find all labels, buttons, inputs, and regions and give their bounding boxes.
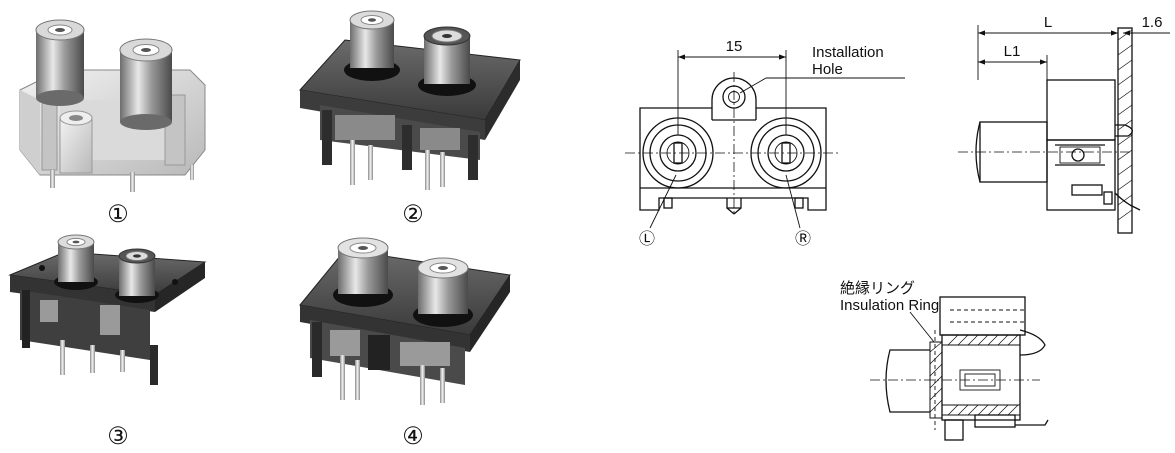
insulation-ring-leader — [909, 311, 935, 343]
insulation-ring-label-jp: 絶縁リング — [840, 280, 915, 297]
side-dimension-l: L — [1044, 14, 1052, 31]
product-number-1: ① — [107, 201, 129, 228]
product-number-2: ② — [402, 201, 424, 228]
panel-thickness-dimension: 1.6 — [1142, 14, 1163, 31]
product-number-4: ④ — [402, 423, 424, 448]
product-number-3: ③ — [107, 423, 129, 448]
insulation-ring-label-en: Insulation Ring — [840, 297, 939, 314]
section-view-drawing — [870, 296, 1049, 441]
right-channel-marker: Ⓡ — [795, 230, 811, 248]
product-photo-4 — [299, 237, 511, 405]
installation-hole-label-line2: Hole — [812, 61, 843, 78]
side-dimension-l1: L1 — [1004, 43, 1021, 60]
product-photo-2 — [299, 10, 521, 190]
left-channel-marker: Ⓛ — [639, 230, 655, 248]
product-photo-1 — [19, 19, 206, 192]
front-view-drawing — [625, 50, 905, 229]
installation-hole-label-line1: Installation — [812, 44, 884, 61]
side-view-drawing — [958, 25, 1170, 234]
front-dimension-15: 15 — [726, 38, 743, 55]
product-photo-3 — [8, 234, 207, 385]
